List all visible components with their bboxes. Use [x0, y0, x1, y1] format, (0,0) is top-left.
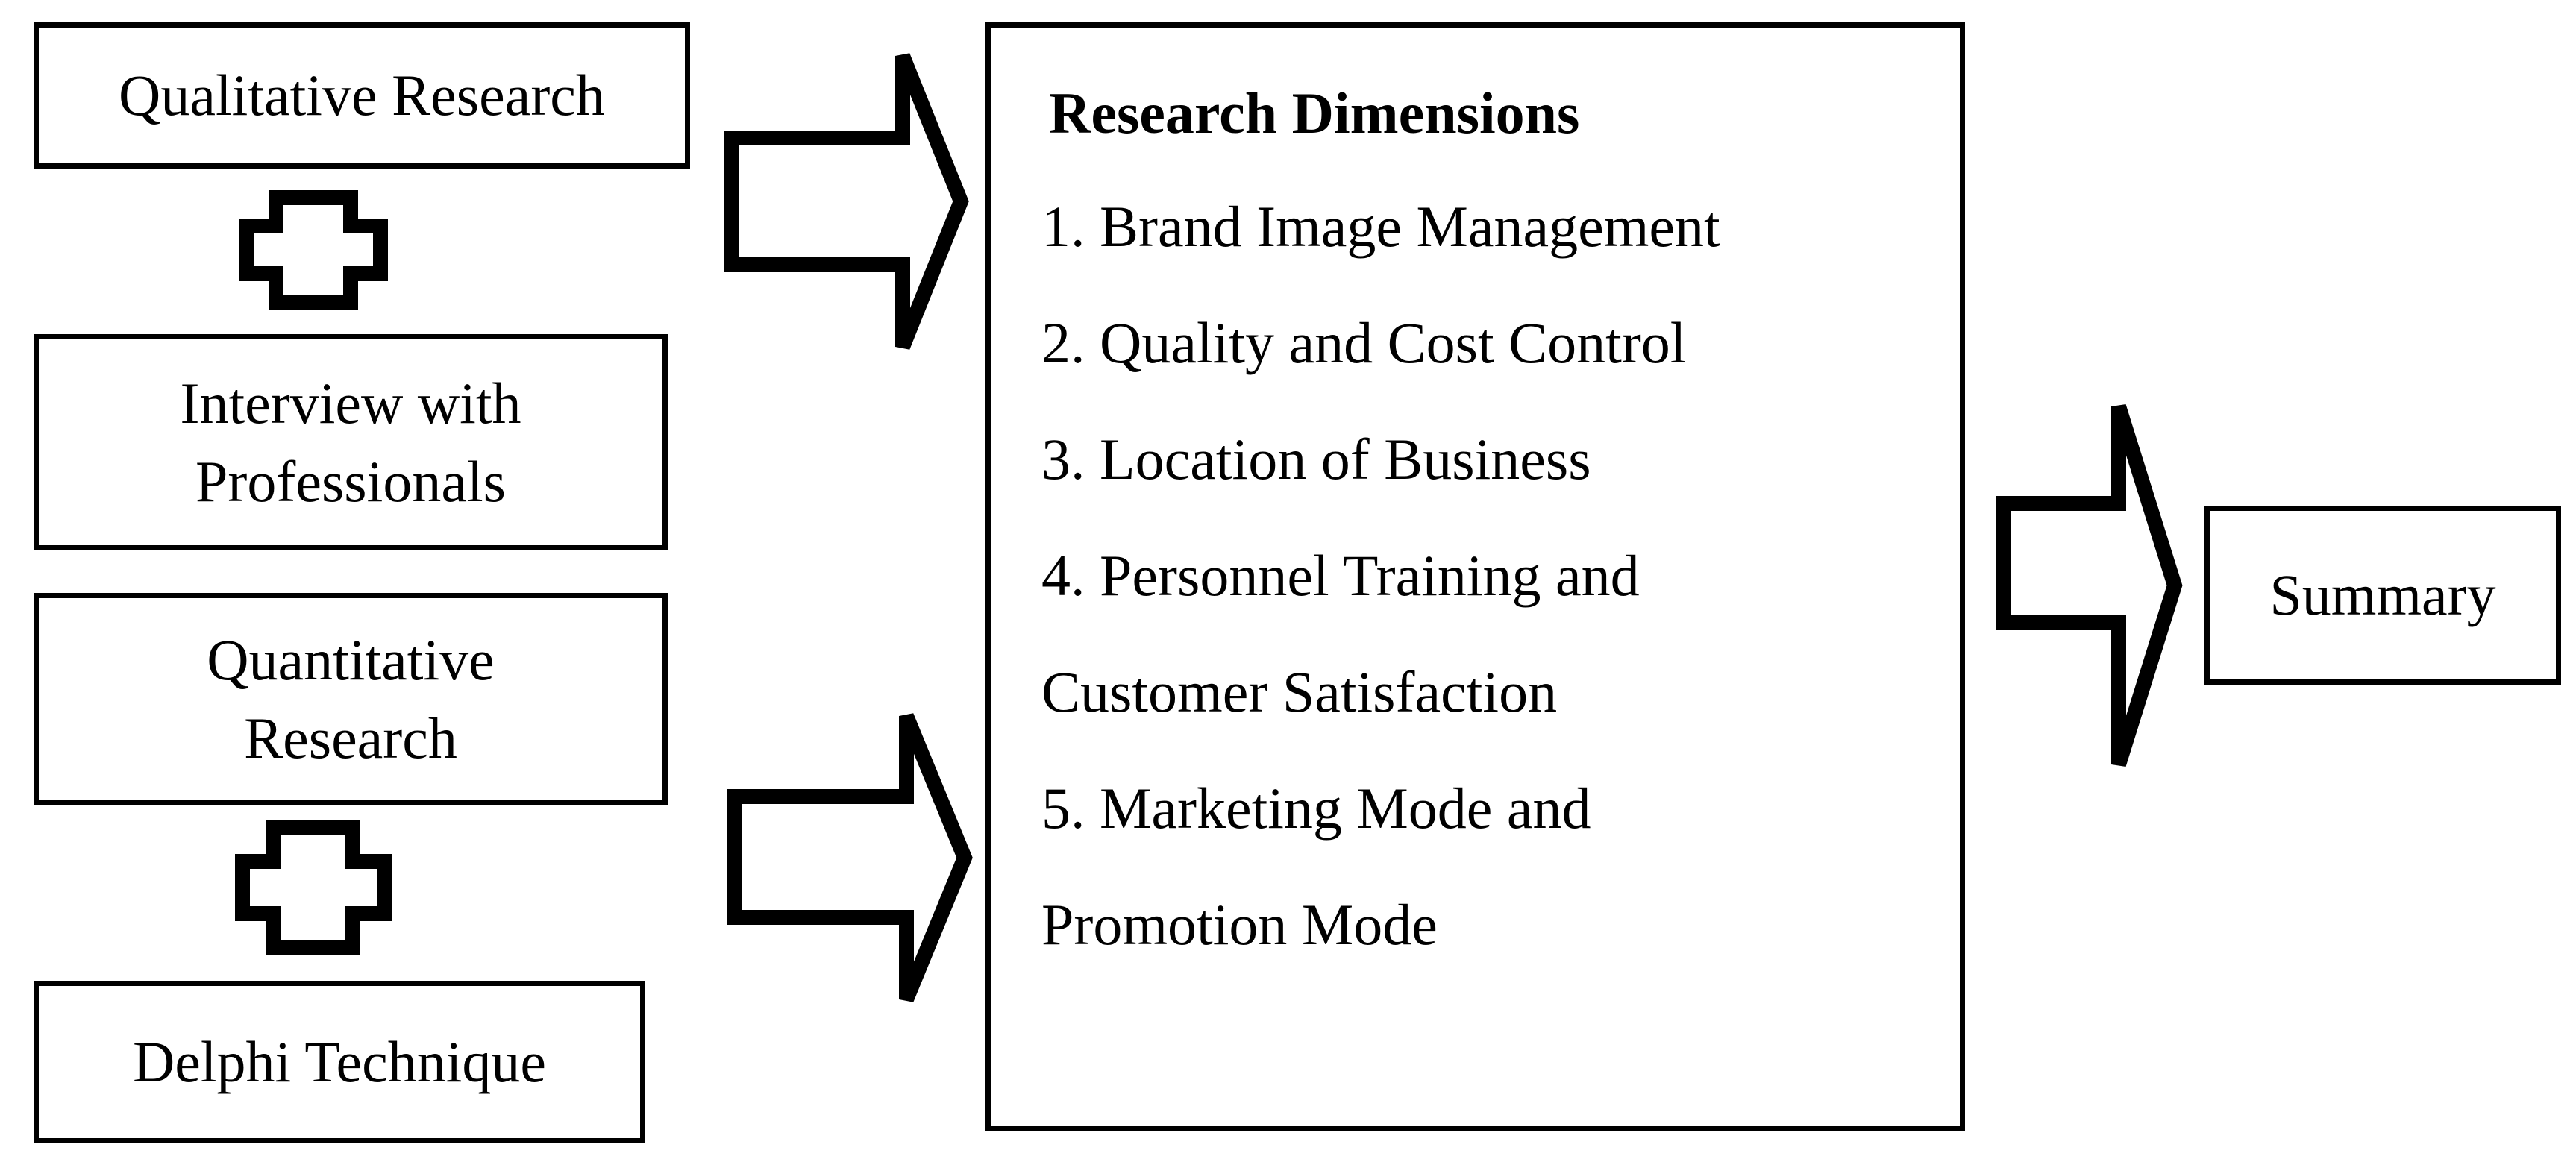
arrow-right-icon-summary: [1996, 404, 2183, 767]
interview-label-line1: Interview with: [180, 370, 521, 436]
dimension-line-1: 1. Brand Image Management: [1041, 194, 1720, 259]
dimension-line-2: 2. Quality and Cost Control: [1041, 310, 1687, 375]
dimension-line-3: 3. Location of Business: [1041, 427, 1591, 492]
qualitative-research-box: Qualitative Research: [34, 22, 690, 169]
summary-box: Summary: [2204, 506, 2561, 685]
plus-connector-icon-top: [239, 190, 388, 310]
quantitative-label-line1: Quantitative: [207, 626, 495, 692]
research-dimensions-box: Research Dimensions 1. Brand Image Manag…: [985, 22, 1965, 1131]
dimension-line-5: Customer Satisfaction: [1041, 659, 1558, 724]
research-dimensions-title: Research Dimensions: [1049, 81, 1580, 145]
dimension-line-7: Promotion Mode: [1041, 892, 1438, 957]
arrow-right-icon-lower: [727, 713, 973, 1002]
interview-label-line2: Professionals: [195, 449, 506, 514]
qualitative-research-label: Qualitative Research: [119, 63, 605, 128]
quantitative-research-box: Quantitative Research: [34, 593, 668, 805]
quantitative-label-line2: Research: [244, 706, 457, 770]
interview-professionals-box: Interview with Professionals: [34, 334, 668, 550]
dimension-line-4: 4. Personnel Training and: [1041, 543, 1640, 608]
summary-label: Summary: [2269, 562, 2496, 628]
plus-connector-icon-bottom: [235, 820, 392, 955]
delphi-technique-label: Delphi Technique: [132, 1029, 547, 1095]
arrow-right-icon-upper: [724, 53, 969, 350]
dimension-line-6: 5. Marketing Mode and: [1041, 776, 1591, 841]
delphi-technique-box: Delphi Technique: [34, 981, 645, 1143]
